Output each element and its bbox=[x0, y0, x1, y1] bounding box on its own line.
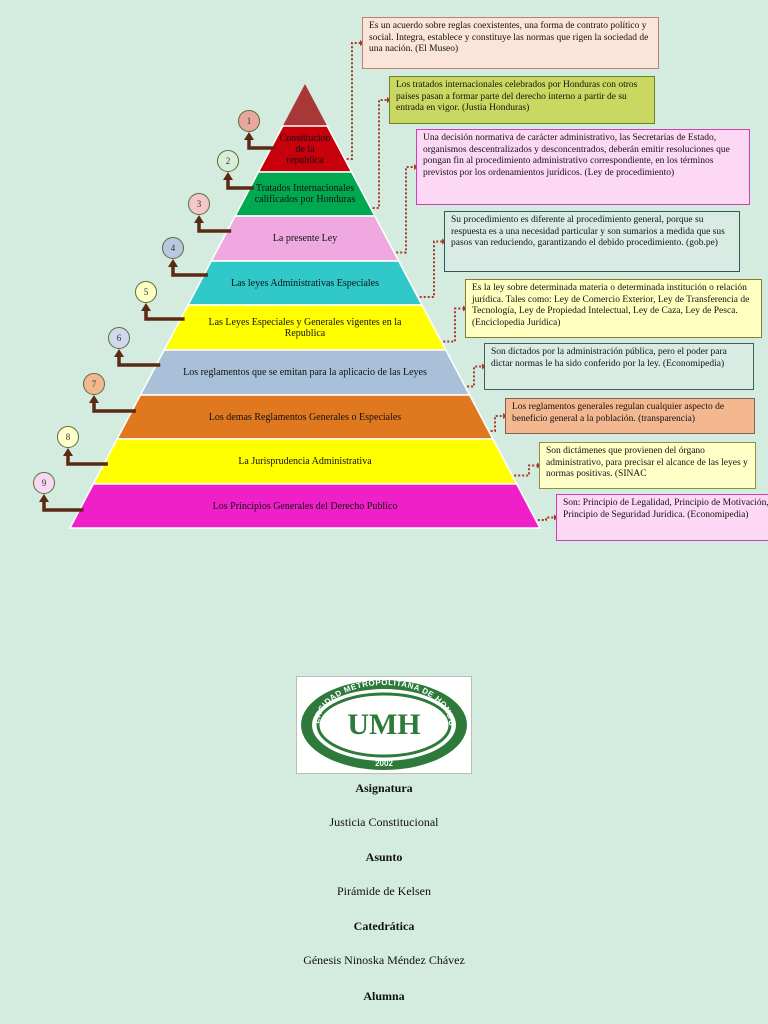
asunto-value: Pirámide de Kelsen bbox=[337, 884, 431, 898]
arrow-head bbox=[114, 349, 124, 357]
dotted-connector bbox=[419, 240, 442, 298]
pointer-arrow bbox=[117, 353, 161, 367]
dotted-connector bbox=[372, 99, 387, 209]
asunto-heading: Asunto bbox=[365, 850, 403, 864]
dotted-connector bbox=[346, 42, 360, 160]
pointer-arrow bbox=[197, 219, 232, 233]
arrow-head bbox=[194, 215, 204, 223]
pyramid-level-9 bbox=[68, 483, 542, 529]
level-number-badge: 6 bbox=[108, 327, 130, 349]
level-number-badge: 8 bbox=[57, 426, 79, 448]
pointer-arrow bbox=[171, 263, 208, 277]
arrow-head bbox=[141, 303, 151, 311]
alumna-heading: Alumna bbox=[363, 989, 405, 1003]
asignatura-value: Justicia Constitucional bbox=[329, 815, 439, 829]
definition-note: Es la ley sobre determinada materia o de… bbox=[465, 279, 762, 338]
definition-note: Los tratados internacionales celebrados … bbox=[389, 76, 655, 124]
dotted-connector bbox=[443, 307, 463, 343]
level-number-badge: 4 bbox=[162, 237, 184, 259]
definition-note: Los reglamentos generales regulan cualqu… bbox=[505, 398, 755, 434]
umh-logo: UNIVERSIDAD METROPOLITANA DE HONDURAS UM… bbox=[294, 670, 472, 774]
dotted-connector bbox=[467, 365, 482, 388]
level-number-badge: 2 bbox=[217, 150, 239, 172]
pyramid-level-label: Los demas Reglamentos Generales o Especi… bbox=[208, 411, 402, 423]
arrow-head bbox=[63, 448, 73, 456]
arrow-head bbox=[89, 395, 99, 403]
level-number-badge: 1 bbox=[238, 110, 260, 132]
level-number-badge: 7 bbox=[83, 373, 105, 395]
level-number-badge: 9 bbox=[33, 472, 55, 494]
arrow-head bbox=[39, 494, 49, 502]
logo-abbreviation: UMH bbox=[347, 708, 420, 741]
definition-note: Son: Principio de Legalidad, Principio d… bbox=[556, 494, 768, 541]
arrow-head bbox=[223, 172, 233, 180]
pyramid-level-label: Constitucion de la republica bbox=[279, 132, 331, 166]
dotted-connector bbox=[396, 166, 414, 254]
pyramid-level-label: Las Leyes Especiales y Generales vigente… bbox=[208, 316, 402, 339]
asignatura-heading: Asignatura bbox=[355, 781, 413, 795]
pyramid-level-label: Los Principios Generales del Derecho Pub… bbox=[212, 500, 398, 512]
level-number-badge: 3 bbox=[188, 193, 210, 215]
dotted-connector bbox=[490, 415, 503, 432]
dotted-connector bbox=[537, 516, 554, 521]
pyramid-level-label: Los reglamentos que se emitan para la ap… bbox=[183, 367, 427, 378]
definition-note: Son dictámenes que provienen del órgano … bbox=[539, 442, 756, 489]
level-number-badge: 5 bbox=[135, 281, 157, 303]
pyramid-level-label: La presente Ley bbox=[272, 233, 338, 244]
definition-note: Su procedimiento es diferente al procedi… bbox=[444, 211, 740, 272]
kelsen-pyramid bbox=[39, 40, 558, 529]
logo-year: 2002 bbox=[375, 759, 393, 768]
pointer-arrow bbox=[247, 136, 276, 150]
dotted-connector bbox=[514, 464, 537, 477]
pointer-arrow bbox=[66, 452, 108, 466]
pyramid-level-label: Tratados Internacionales calificados por… bbox=[254, 183, 356, 205]
arrow-head bbox=[168, 259, 178, 267]
pyramid-tip bbox=[282, 84, 328, 126]
definition-note: Es un acuerdo sobre reglas coexistentes,… bbox=[362, 17, 659, 69]
pointer-arrow bbox=[42, 498, 84, 512]
definition-note: Una decisión normativa de carácter admin… bbox=[416, 129, 750, 205]
pyramid-level-label: Las leyes Administrativas Especiales bbox=[230, 277, 379, 289]
catedratica-value: Génesis Ninoska Méndez Chávez bbox=[303, 953, 465, 967]
definition-note: Son dictados por la administración públi… bbox=[484, 343, 754, 390]
arrow-head bbox=[244, 132, 254, 140]
pointer-arrow bbox=[144, 307, 185, 321]
pyramid-level-label: La Jurisprudencia Administrativa bbox=[238, 456, 372, 467]
catedratica-heading: Catedrática bbox=[353, 919, 415, 933]
pointer-arrow bbox=[92, 399, 136, 413]
